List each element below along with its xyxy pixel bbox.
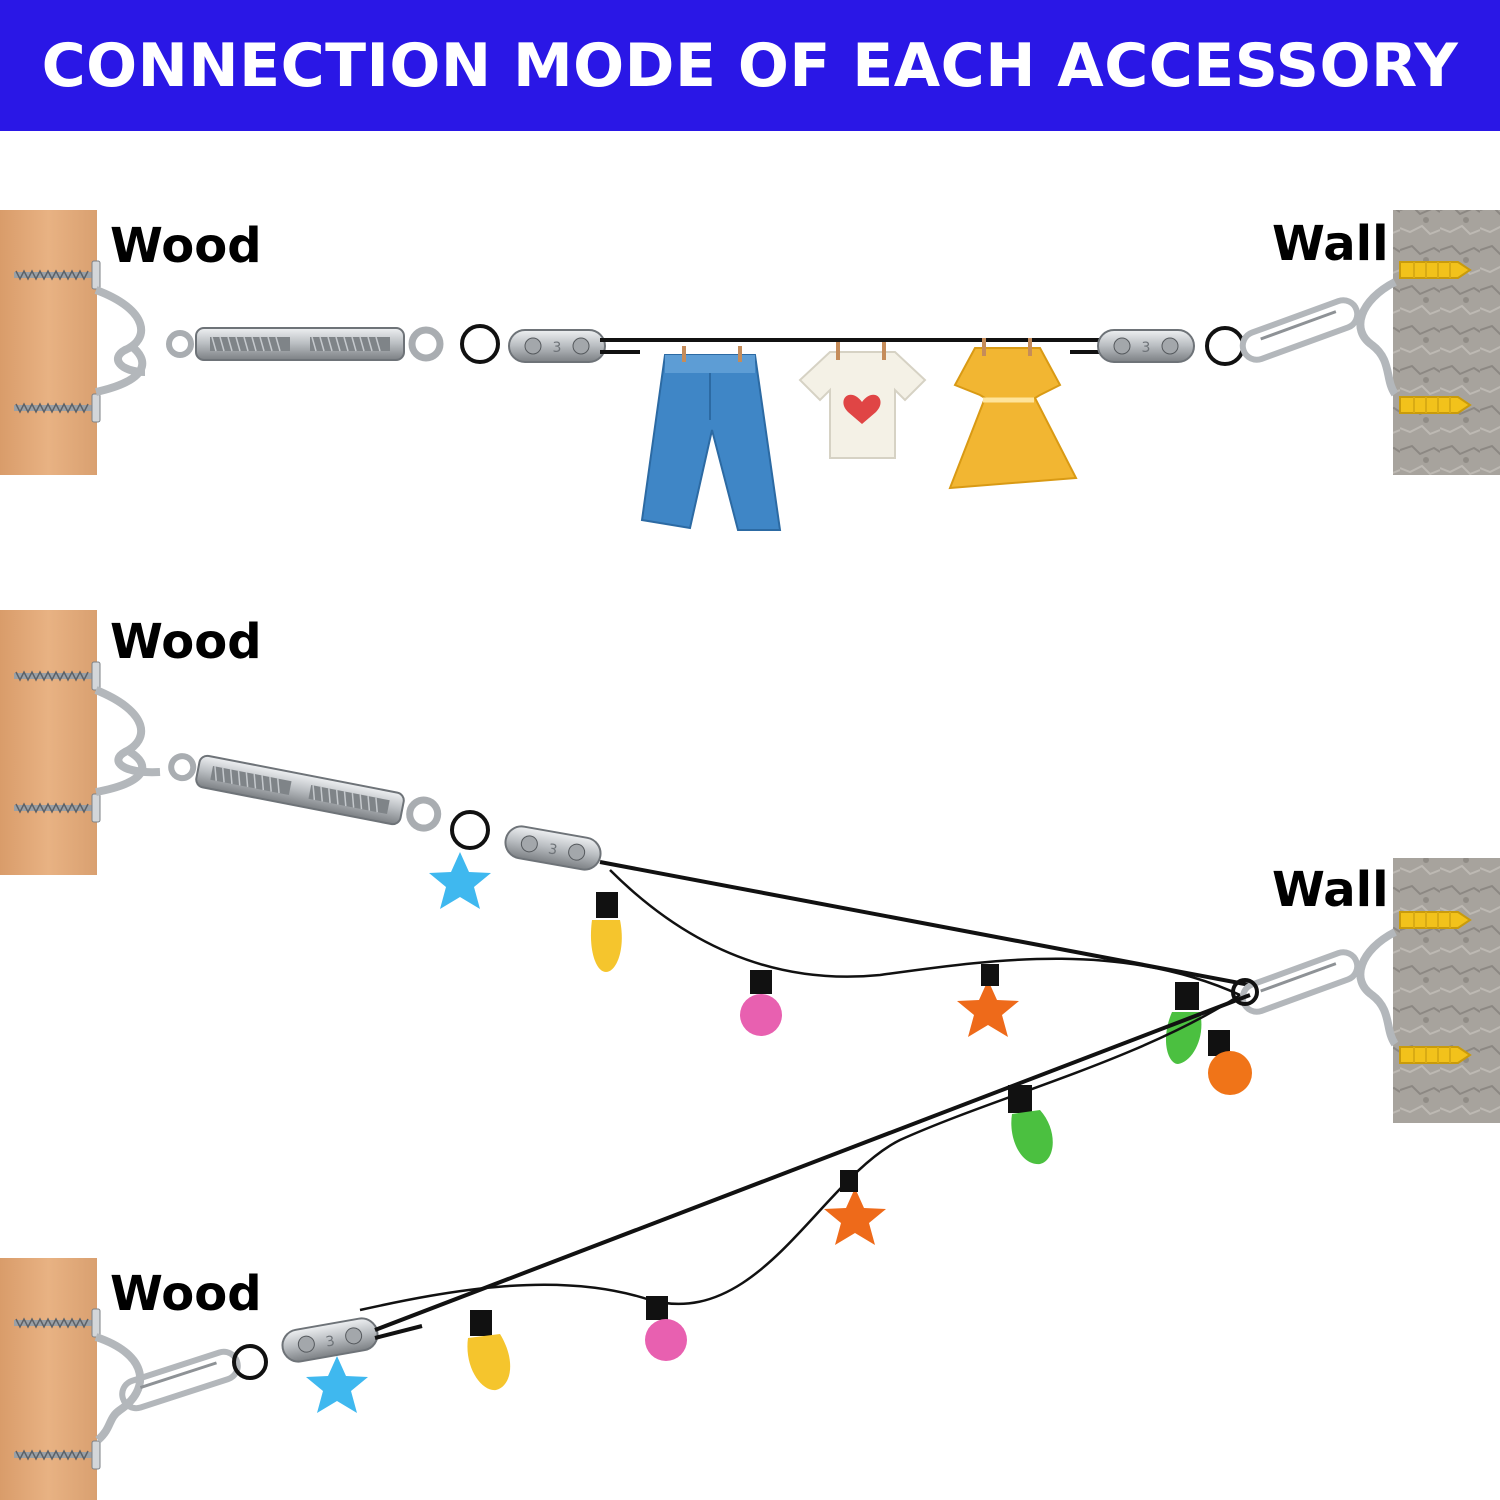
t-shirt-icon xyxy=(798,342,927,459)
stone-wall-icon xyxy=(1393,858,1500,1123)
label-wood-middle: Wood xyxy=(110,614,262,670)
wood-post-icon xyxy=(0,1258,97,1500)
star-light-icon xyxy=(957,980,1019,1037)
wood-post-icon xyxy=(0,210,97,475)
snap-hook-icon xyxy=(1239,948,1361,1015)
scene-string-lights-upper xyxy=(0,610,1500,1123)
cable-clamp-icon xyxy=(278,1314,382,1366)
label-wood-bottom: Wood xyxy=(110,1266,262,1322)
globe-light-icon xyxy=(740,970,782,1036)
banner-title: CONNECTION MODE OF EACH ACCESSORY xyxy=(41,30,1459,101)
globe-light-icon xyxy=(645,1296,687,1361)
dress-icon xyxy=(948,338,1078,490)
cable-clamp-icon xyxy=(501,822,605,874)
cable-clamp-icon xyxy=(508,329,606,363)
cable-clamp-icon xyxy=(1097,329,1195,363)
bulb-light-icon xyxy=(467,1310,511,1391)
bulb-light-icon xyxy=(1008,1085,1053,1165)
cable-line xyxy=(374,993,1251,1332)
wood-post-icon xyxy=(0,610,97,875)
jeans-icon xyxy=(640,346,782,531)
title-banner: CONNECTION MODE OF EACH ACCESSORY xyxy=(0,0,1500,131)
light-string xyxy=(359,993,1241,1312)
turnbuckle-icon xyxy=(169,328,440,360)
bulb-light-icon xyxy=(590,892,622,972)
stone-wall-icon xyxy=(1393,210,1500,475)
snap-hook-icon xyxy=(1239,296,1361,363)
wall-plug-icon xyxy=(1399,396,1471,414)
turnbuckle-icon xyxy=(168,749,440,832)
light-string xyxy=(609,869,1241,997)
label-wood-top: Wood xyxy=(110,218,262,274)
scene-string-lights-lower xyxy=(0,993,1251,1500)
label-wall-top: Wall xyxy=(1272,216,1389,272)
scene-clothesline xyxy=(0,210,1500,531)
star-light-icon xyxy=(429,852,491,909)
snap-hook-icon xyxy=(119,1348,242,1412)
wall-plug-icon xyxy=(1399,911,1471,929)
star-light-icon xyxy=(306,1356,368,1413)
wall-plug-icon xyxy=(1399,261,1471,279)
label-wall-middle: Wall xyxy=(1272,862,1389,918)
globe-light-icon xyxy=(1208,1030,1252,1095)
wall-plug-icon xyxy=(1399,1046,1471,1064)
